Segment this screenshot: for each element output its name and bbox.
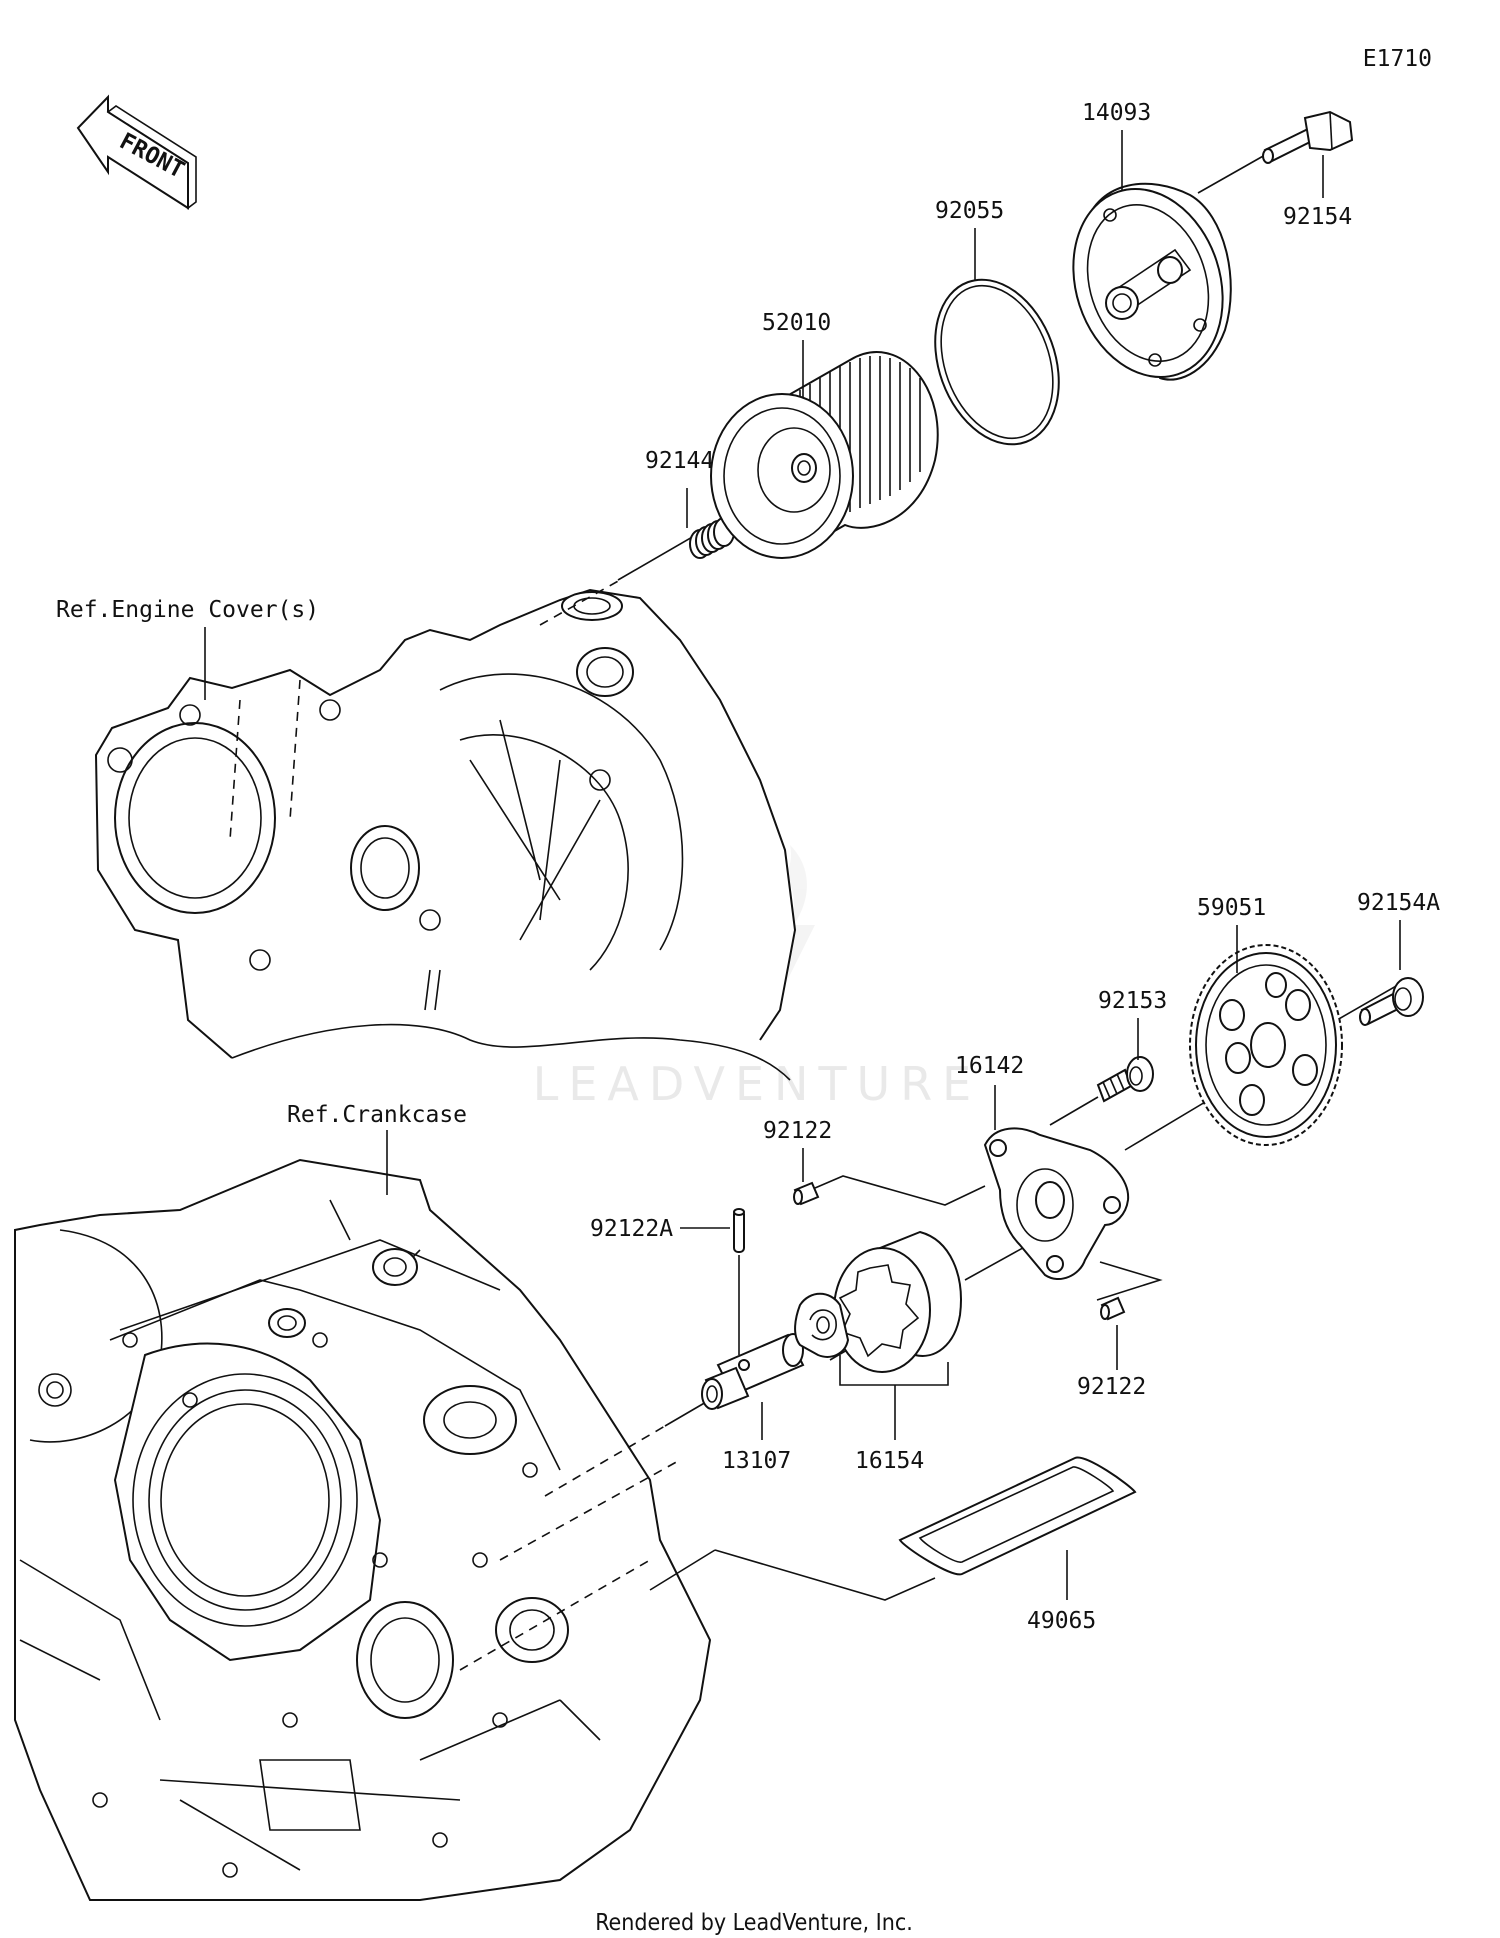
- label-49065: 49065: [1027, 1608, 1096, 1634]
- label-92122A: 92122A: [590, 1216, 673, 1242]
- axis-92153: [1049, 1096, 1099, 1126]
- label-92144: 92144: [645, 448, 714, 474]
- axis-gear-bolt: [1336, 984, 1399, 1021]
- axis-pin-top: [814, 1175, 986, 1206]
- axis-cover-bolt: [1197, 154, 1266, 194]
- label-14093: 14093: [1082, 100, 1151, 126]
- oring-92055-part: [934, 278, 1060, 446]
- label-16142: 16142: [955, 1053, 1024, 1079]
- ref-crankcase-label: Ref.Crankcase: [287, 1102, 467, 1128]
- watermark-text: LEADVENTURE: [533, 1057, 982, 1111]
- diagram-code: E1710: [1363, 46, 1432, 72]
- label-92153: 92153: [1098, 988, 1167, 1014]
- axis-gasket-leader: [714, 1549, 936, 1601]
- label-92122-bottom: 92122: [1077, 1374, 1146, 1400]
- bolt-92154-part: [1262, 110, 1354, 164]
- bolt-92154A-part: [1359, 977, 1424, 1026]
- gear-59051-part: [1189, 944, 1343, 1146]
- oil-filter-52010-part: [710, 351, 939, 559]
- rotor-16154-part: [794, 1230, 962, 1373]
- front-arrow-icon: FRONT: [76, 94, 197, 210]
- label-52010: 52010: [762, 310, 831, 336]
- ref-engine-cover-label: Ref.Engine Cover(s): [56, 597, 319, 623]
- bolt-92153-part: [1096, 1056, 1154, 1103]
- label-92154: 92154: [1283, 204, 1352, 230]
- pin-92122A-part: [733, 1208, 745, 1253]
- shaft-13107-part: [701, 1333, 805, 1410]
- footer-credit: Rendered by LeadVenture, Inc.: [595, 1910, 913, 1936]
- gasket-49065-part: [898, 1456, 1137, 1576]
- label-92154A: 92154A: [1357, 890, 1440, 916]
- pin-92122-top-part: [793, 1181, 820, 1206]
- label-59051: 59051: [1197, 895, 1266, 921]
- axis-pin-bottom: [1096, 1261, 1163, 1301]
- label-92122-top: 92122: [763, 1118, 832, 1144]
- label-16154: 16154: [855, 1448, 924, 1474]
- crankcase-illustration: [14, 1158, 712, 1901]
- axis-crank-1: [499, 1459, 681, 1561]
- cover-14093-part: [1072, 182, 1232, 381]
- axis-shaft-hidden: [544, 1425, 666, 1497]
- axis-crank-2: [459, 1559, 651, 1671]
- pin-92122-bottom-part: [1100, 1296, 1126, 1321]
- label-13107: 13107: [722, 1448, 791, 1474]
- pump-body-16142-part: [983, 1127, 1130, 1280]
- label-92055: 92055: [935, 198, 1004, 224]
- leader-16154: [839, 1355, 949, 1386]
- engine-cover-illustration: [94, 588, 797, 1081]
- axis-gasket: [649, 1549, 716, 1591]
